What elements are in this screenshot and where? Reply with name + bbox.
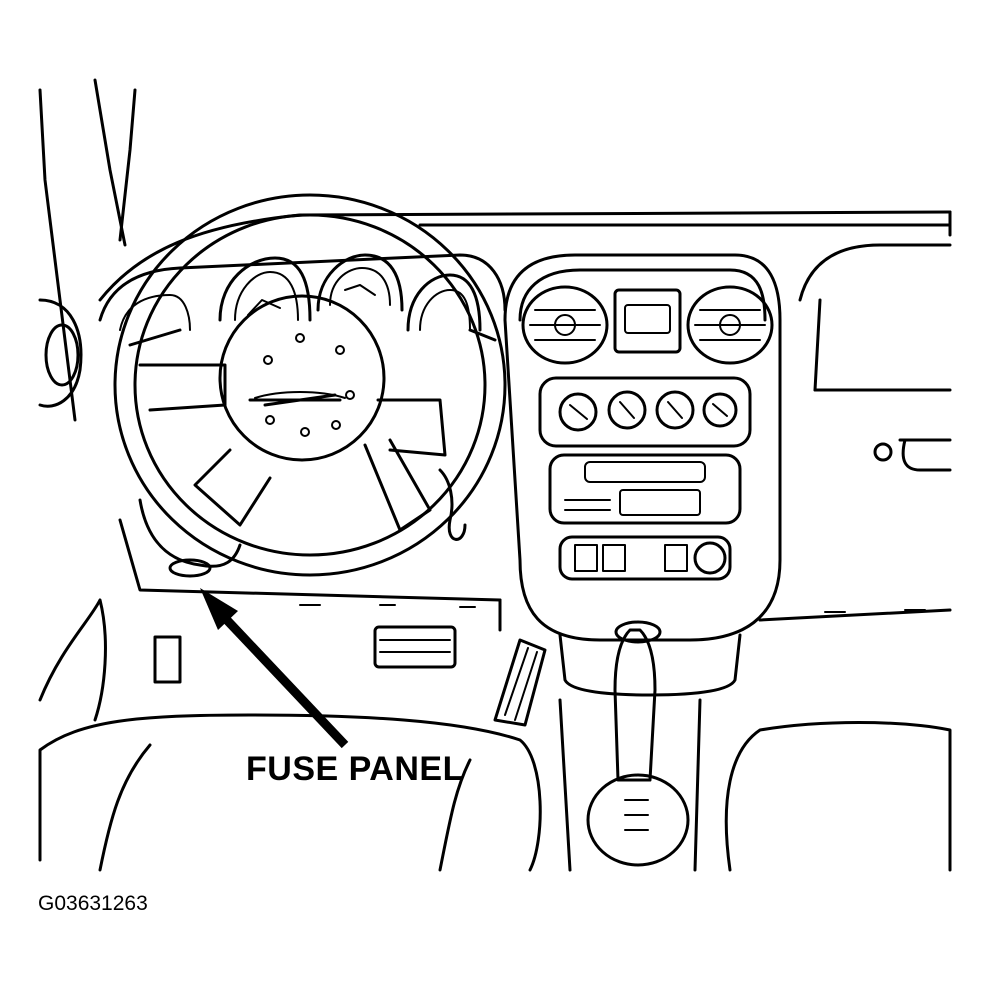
- seats-and-floor: [38, 598, 952, 872]
- instrument-cluster: [98, 253, 507, 332]
- climate-control-panel: [538, 376, 752, 448]
- figure-id: G03631263: [38, 892, 148, 915]
- steering-wheel: [113, 193, 507, 577]
- lower-dash: [118, 468, 502, 632]
- center-stack: [503, 253, 782, 697]
- fuse-panel-label: FUSE PANEL: [246, 750, 464, 788]
- right-dashboard: [758, 243, 952, 622]
- gear-shifter: [613, 628, 657, 782]
- brake-pedal: [373, 625, 457, 669]
- center-vent-right: [686, 285, 774, 365]
- callout-arrow: [200, 588, 349, 749]
- left-side-vent: [38, 298, 83, 408]
- a-pillar: [38, 78, 137, 422]
- lower-switch-bank: [558, 535, 732, 581]
- hazard-switch-panel: [613, 288, 682, 354]
- horn-pad: [218, 294, 386, 462]
- accelerator-pedal: [493, 638, 547, 727]
- radio-head-unit: [548, 453, 742, 525]
- parking-brake-release: [153, 635, 182, 684]
- pedals: [153, 625, 547, 727]
- fuse-panel-cover: [168, 558, 212, 578]
- center-vent-left: [521, 285, 609, 365]
